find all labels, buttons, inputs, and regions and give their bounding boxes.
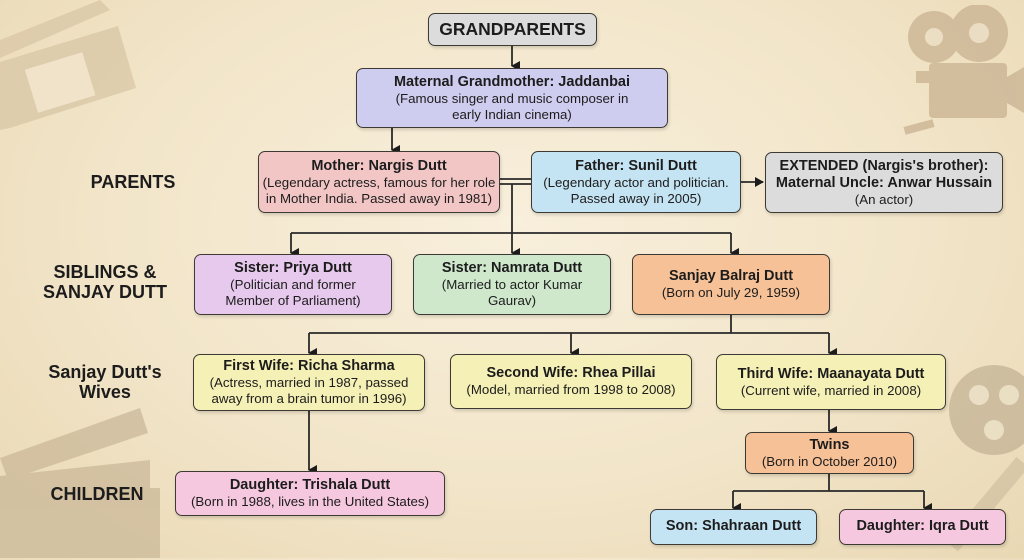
- level-label-siblings: SIBLINGS & SANJAY DUTT: [30, 262, 180, 302]
- node-title: Father: Sunil Dutt: [575, 157, 697, 174]
- node-desc: (Famous singer and music composer in: [395, 90, 629, 106]
- node-title: Daughter: Trishala Dutt: [229, 477, 391, 494]
- node-namrata[interactable]: Sister: Namrata Dutt (Married to actor K…: [413, 254, 611, 315]
- node-trishala[interactable]: Daughter: Trishala Dutt (Born in 1988, l…: [175, 471, 445, 516]
- node-desc: Gaurav): [487, 293, 537, 309]
- node-grandparents[interactable]: GRANDPARENTS: [428, 13, 597, 46]
- node-desc: Passed away in 2005): [570, 190, 702, 206]
- node-desc: (Politician and former: [230, 277, 356, 293]
- node-desc: (Married to actor Kumar: [441, 277, 583, 293]
- node-desc: (Actress, married in 1987, passed: [209, 375, 409, 391]
- node-desc: (Model, married from 1998 to 2008): [466, 382, 676, 398]
- node-title: Maternal Grandmother: Jaddanbai: [393, 73, 631, 90]
- level-label-wives: Sanjay Dutt's Wives: [30, 362, 180, 402]
- node-desc: (Born in 1988, lives in the United State…: [191, 494, 429, 510]
- node-desc: (Current wife, married in 2008): [740, 382, 922, 398]
- node-desc: (Legendary actress, famous for her role: [262, 174, 496, 190]
- node-iqra[interactable]: Daughter: Iqra Dutt: [839, 509, 1006, 545]
- node-title: Mother: Nargis Dutt: [311, 157, 447, 174]
- node-twins[interactable]: Twins (Born in October 2010): [745, 432, 914, 474]
- node-title: Daughter: Iqra Dutt: [856, 518, 989, 535]
- node-title: EXTENDED (Nargis's brother):: [779, 157, 989, 174]
- node-grandmother[interactable]: Maternal Grandmother: Jaddanbai (Famous …: [356, 68, 668, 128]
- node-desc: in Mother India. Passed away in 1981): [265, 190, 493, 206]
- node-desc: (An actor): [854, 191, 914, 207]
- node-title: Sister: Priya Dutt: [234, 260, 352, 277]
- node-uncle[interactable]: EXTENDED (Nargis's brother): Maternal Un…: [765, 152, 1003, 213]
- level-label-text: SIBLINGS &: [53, 262, 157, 282]
- node-title: GRANDPARENTS: [439, 19, 586, 40]
- level-label-text: Wives: [79, 382, 131, 403]
- node-desc: (Born on July 29, 1959): [661, 285, 801, 301]
- node-maanayata[interactable]: Third Wife: Maanayata Dutt (Current wife…: [716, 354, 946, 410]
- node-title: Maternal Uncle: Anwar Hussain: [775, 174, 993, 191]
- level-label-text: CHILDREN: [50, 484, 144, 504]
- node-title: Second Wife: Rhea Pillai: [486, 365, 656, 382]
- node-richa[interactable]: First Wife: Richa Sharma (Actress, marri…: [193, 354, 425, 411]
- node-title: Son: Shahraan Dutt: [665, 518, 802, 535]
- level-label-text: SANJAY DUTT: [42, 282, 168, 303]
- node-desc: away from a brain tumor in 1996): [211, 391, 407, 407]
- node-desc: Member of Parliament): [225, 293, 361, 309]
- node-desc: early Indian cinema): [452, 106, 572, 122]
- node-title: First Wife: Richa Sharma: [223, 358, 395, 375]
- node-title: Twins: [809, 436, 850, 453]
- node-father[interactable]: Father: Sunil Dutt (Legendary actor and …: [531, 151, 741, 213]
- node-priya[interactable]: Sister: Priya Dutt (Politician and forme…: [194, 254, 392, 315]
- node-title: Sister: Namrata Dutt: [441, 260, 583, 277]
- node-desc: (Legendary actor and politician.: [543, 174, 729, 190]
- node-rhea[interactable]: Second Wife: Rhea Pillai (Model, married…: [450, 354, 692, 409]
- node-title: Third Wife: Maanayata Dutt: [737, 365, 925, 382]
- node-desc: (Born in October 2010): [761, 453, 898, 469]
- node-shahraan[interactable]: Son: Shahraan Dutt: [650, 509, 817, 545]
- node-sanjay[interactable]: Sanjay Balraj Dutt (Born on July 29, 195…: [632, 254, 830, 315]
- level-label-children: CHILDREN: [22, 484, 172, 504]
- node-mother[interactable]: Mother: Nargis Dutt (Legendary actress, …: [258, 151, 500, 213]
- node-title: Sanjay Balraj Dutt: [668, 268, 794, 285]
- level-label-text: PARENTS: [90, 172, 176, 192]
- level-label-parents: PARENTS: [58, 172, 208, 192]
- level-label-text: Sanjay Dutt's: [48, 362, 162, 382]
